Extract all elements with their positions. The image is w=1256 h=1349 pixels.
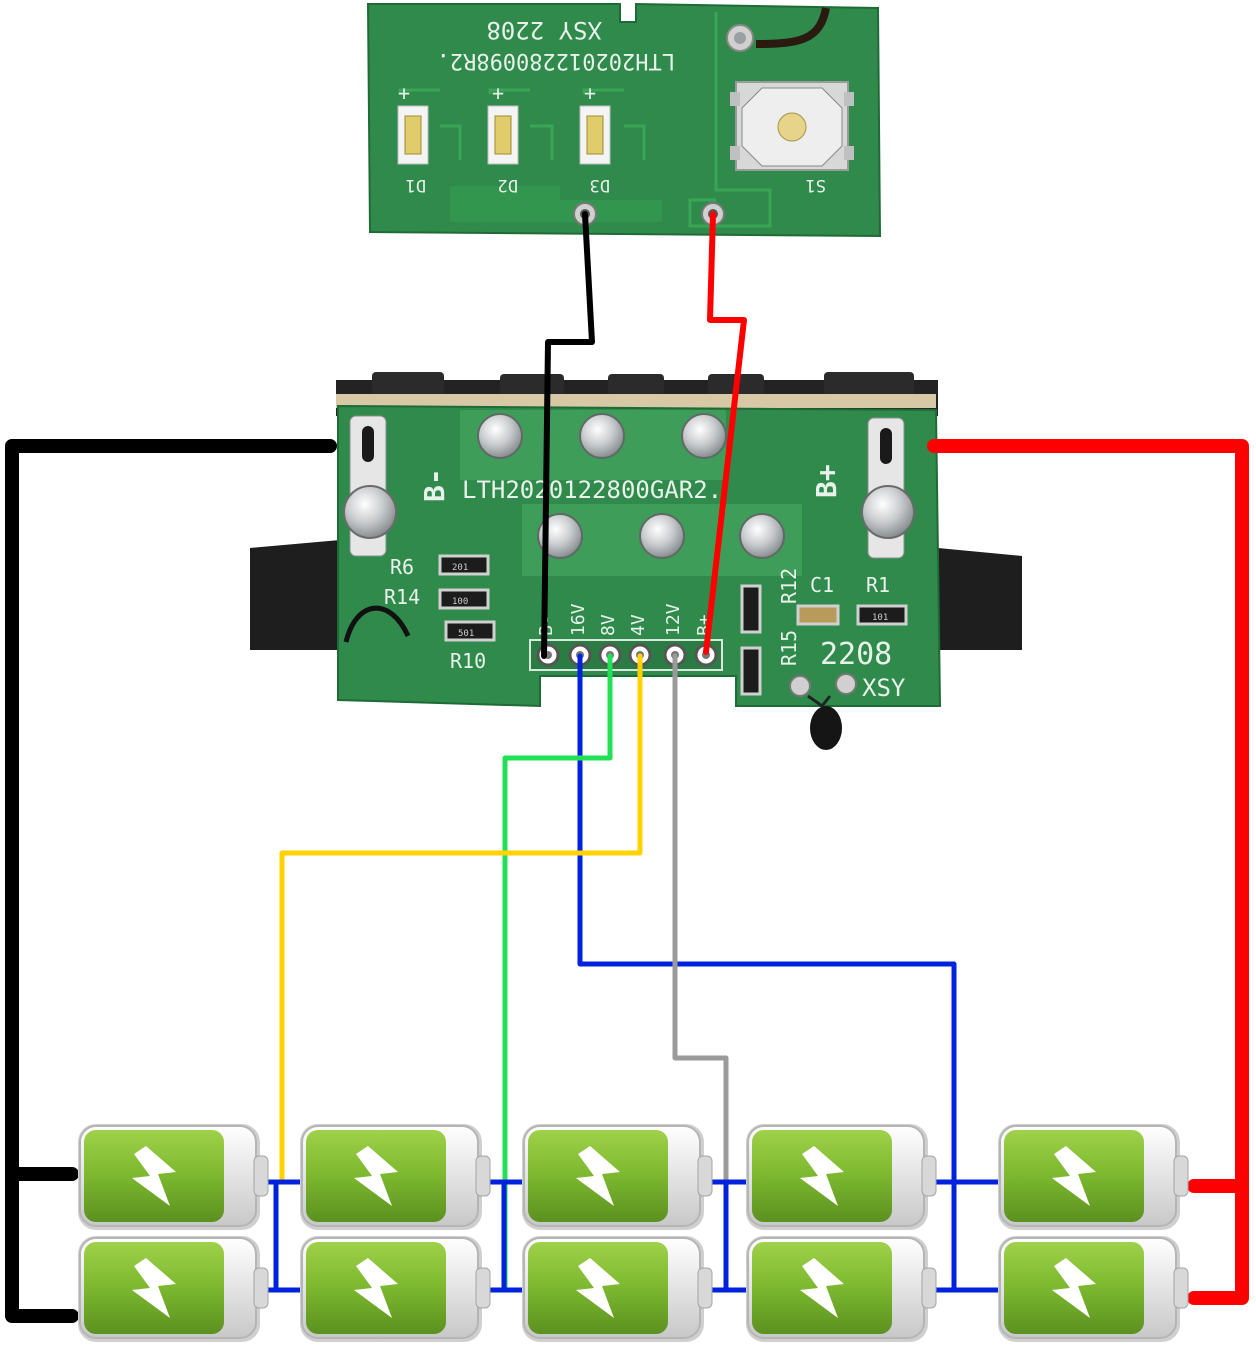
bms-pos-terminal-label: B+ bbox=[810, 464, 843, 498]
led-d2-label: D2 bbox=[498, 175, 518, 195]
label-r15: R15 bbox=[777, 630, 801, 666]
value-r10: 501 bbox=[458, 629, 474, 639]
battery-cell bbox=[300, 1236, 491, 1342]
battery-cell bbox=[78, 1236, 269, 1342]
led-d1: + D1 bbox=[397, 81, 429, 195]
wire-red-main bbox=[927, 439, 1249, 1305]
battery-cell bbox=[998, 1236, 1189, 1342]
header-pin-4: 12V bbox=[663, 603, 687, 667]
lightning-icon bbox=[1052, 1258, 1096, 1318]
header-pin-label-2: 8V bbox=[598, 614, 619, 636]
label-r14: R14 bbox=[384, 585, 420, 609]
battery-cell bbox=[522, 1124, 713, 1230]
wire-yellow-4v bbox=[279, 653, 643, 1183]
lightning-icon bbox=[576, 1146, 620, 1206]
battery-pack bbox=[78, 1124, 1189, 1342]
wire-gray-12v bbox=[672, 653, 729, 1293]
led-d3-polarity: + bbox=[584, 81, 596, 105]
bms-board: LTH2020122800GAR2. B- B+ R6 R14 R10 201 … bbox=[250, 372, 1022, 750]
wire-green-8v bbox=[502, 653, 613, 1293]
wire-red-indicator bbox=[703, 211, 747, 655]
lightning-icon bbox=[354, 1258, 398, 1318]
battery-cell bbox=[78, 1124, 269, 1230]
switch-s1: S1 bbox=[730, 81, 854, 195]
lightning-icon bbox=[132, 1146, 176, 1206]
label-r1: R1 bbox=[866, 573, 890, 597]
label-r6: R6 bbox=[390, 555, 414, 579]
indicator-lead-wire bbox=[755, 7, 830, 48]
header-pin-label-4: 12V bbox=[663, 603, 684, 636]
led-d1-polarity: + bbox=[398, 81, 410, 105]
led-d2: + D2 bbox=[487, 81, 519, 195]
led-d3-label: D3 bbox=[590, 175, 610, 195]
header-pin-label-3: 4V bbox=[628, 614, 649, 636]
wire-black-main bbox=[5, 439, 337, 1323]
header-pin-label-1: 16V bbox=[568, 603, 589, 636]
bms-date-code: 2208 bbox=[820, 637, 892, 672]
wire-blue-cell-links bbox=[259, 1179, 1003, 1293]
lightning-icon bbox=[132, 1258, 176, 1318]
battery-cell bbox=[522, 1236, 713, 1342]
battery-cell bbox=[300, 1124, 491, 1230]
bms-brand: XSY bbox=[862, 674, 906, 702]
led-d1-label: D1 bbox=[406, 175, 426, 195]
lightning-icon bbox=[354, 1146, 398, 1206]
label-c1: C1 bbox=[810, 573, 834, 597]
wire-black-indicator bbox=[541, 211, 595, 659]
value-r6: 201 bbox=[452, 563, 468, 573]
battery-cell bbox=[746, 1236, 937, 1342]
lightning-icon bbox=[576, 1258, 620, 1318]
indicator-board: XSY 2208 LTH202012280098R2. + D1 + D2 + … bbox=[366, 2, 882, 238]
led-d3: + D3 bbox=[579, 81, 611, 195]
led-d2-polarity: + bbox=[492, 81, 504, 105]
indicator-top-code: XSY 2208 bbox=[486, 16, 602, 44]
lightning-icon bbox=[800, 1258, 844, 1318]
indicator-board-code: LTH202012280098R2. bbox=[437, 48, 675, 73]
bms-neg-terminal-label: B- bbox=[418, 468, 451, 502]
lightning-icon bbox=[1052, 1146, 1096, 1206]
value-r1: 101 bbox=[872, 613, 888, 623]
label-r12: R12 bbox=[777, 568, 801, 604]
battery-cell bbox=[998, 1124, 1189, 1230]
value-r14: 100 bbox=[452, 597, 468, 607]
lightning-icon bbox=[800, 1146, 844, 1206]
battery-cell bbox=[746, 1124, 937, 1230]
bms-board-code: LTH2020122800GAR2. bbox=[462, 476, 722, 504]
switch-s1-label: S1 bbox=[806, 175, 826, 195]
wire-blue-16v bbox=[577, 653, 957, 1293]
wires bbox=[5, 211, 1249, 1323]
label-r10: R10 bbox=[450, 649, 486, 673]
